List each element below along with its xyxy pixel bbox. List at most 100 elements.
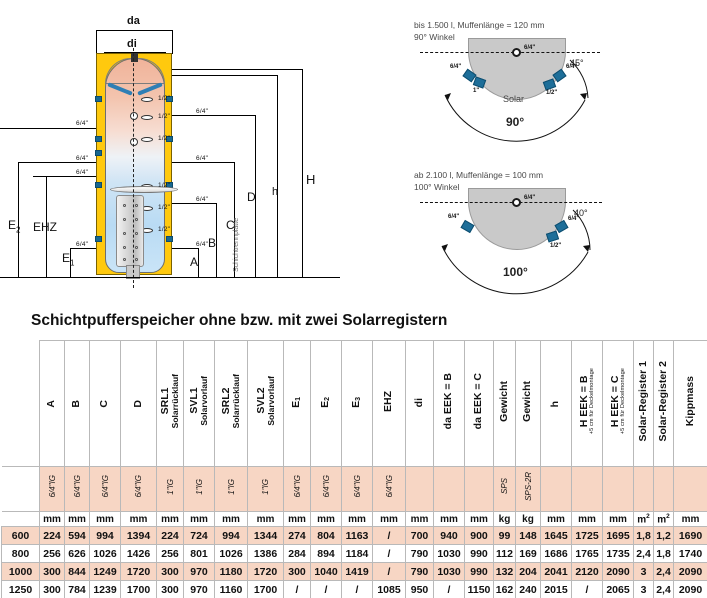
thread-label-B: 6/4"IG [72,475,82,498]
cell-HB: 2120 [571,562,603,581]
angle-top-center-label: 6/4" [524,45,536,51]
unit-cell-kipp: mm [673,511,707,527]
cell-EHZ: 1085 [372,580,406,598]
cell-di: 950 [405,580,434,598]
unit-cell-gew1: kg [493,511,516,527]
A-label: A [190,255,199,269]
angle-bot-tap-right-lower-label: 1/2" [550,243,562,249]
cell-HC: 2065 [602,580,634,598]
angle-diagram-90: bis 1.500 l, Muffenlänge = 120 mm 90° Wi… [410,20,707,160]
header-cell-B: B [64,340,90,467]
unit-cell-daB: mm [433,511,465,527]
center-node-1 [130,112,138,120]
unit-cell-gew2: kg [515,511,541,527]
unit-cell-di: mm [405,511,434,527]
angle-bot-caption-1: ab 2.100 l, Muffenlänge = 100 mm [414,170,544,180]
header-cell-h: h [540,340,572,467]
cell-SVL1: 724 [183,526,215,545]
port-label-right-D: 6/4" [196,108,209,115]
header-cell-gew2: Gewicht [515,340,541,467]
port-right-top [166,96,173,102]
EHZ-label: EHZ [33,220,57,234]
header-label-E3: E3 [350,396,363,408]
port-left-top [95,96,102,102]
angle-top-arc-label: 90° [506,115,525,129]
cell-D: 1394 [120,526,157,545]
unit-cell-HC: mm [602,511,634,527]
angle-top-side-label: 45° [570,58,584,68]
angle-bot-arc-label: 100° [503,265,528,279]
angle-top-caption-1: bis 1.500 l, Muffenlänge = 120 mm [414,20,545,30]
angle-bot-tap-right-b [545,230,560,243]
unit-cell-EHZ: mm [372,511,406,527]
header-cell-EHZ: EHZ [372,340,406,467]
leader-left-2 [18,162,96,163]
unit-cell-SVL2: mm [247,511,284,527]
E1-label: E1 [62,251,75,268]
cell-h: 2041 [540,562,572,581]
thread-cell-HB [571,466,603,512]
cell-SR1: 3 [633,580,654,598]
angle-top-center-port [512,48,521,57]
thread-cell-di [405,466,434,512]
port-label-right-A: 6/4" [196,241,209,248]
vent-nipple [131,53,138,62]
header-cell-kipp: Kippmass [673,340,707,467]
unit-cell-SRL1: mm [156,511,184,527]
header-cell-A: A [39,340,65,467]
inner-label-1: 1/2" [158,95,171,102]
header-label-h: h [549,401,562,408]
header-label-E2: E2 [319,396,332,408]
cell-HB: 1765 [571,544,603,563]
cell-HB: / [571,580,603,598]
leader-right-B [172,203,216,204]
thread-cell-SVL2: 1"IG [247,466,284,512]
cell-daC: 990 [464,562,494,581]
center-node-2 [130,138,138,146]
cell-D: 1700 [120,580,157,598]
cell-SR2: 1,8 [653,544,674,563]
cell-daB: 940 [433,526,465,545]
cell-gew1: 99 [493,526,516,545]
cell-SRL2: 1160 [214,580,248,598]
cell-kipp: 1740 [673,544,707,563]
thread-cell-SR1 [633,466,654,512]
port-label-right-B: 6/4" [196,196,209,203]
thread-label-C: 6/4"IG [100,475,110,498]
thread-cell-h [540,466,572,512]
cell-C: 994 [89,526,121,545]
cell-B: 844 [64,562,90,581]
port-left-lower [95,182,102,188]
header-label-kipp: Kippmass [683,375,696,427]
thread-cell-D: 6/4"IG [120,466,157,512]
electric-heater-element [116,195,144,267]
cell-daC: 900 [464,526,494,545]
thread-cell-SR2 [653,466,674,512]
cell-HC: 1735 [602,544,634,563]
cell-HC: 1695 [602,526,634,545]
thread-label-gew2: SPS-2R [523,472,533,501]
thread-label-EHZ: 6/4"IG [384,475,394,498]
thread-label-E1: 6/4"IG [292,475,302,498]
cell-h: 2015 [540,580,572,598]
angle-bot-caption-2: 100° Winkel [414,182,460,192]
cell-gew1: 132 [493,562,516,581]
leader-right-H [172,69,302,70]
angle-top-tap-right-lower-label: 1/2" [546,90,558,96]
header-cell-daB: da EEK = B [433,340,465,467]
header-cell-daC: da EEK = C [464,340,494,467]
cell-EHZ: / [372,544,406,563]
port-label-left-4: 6/4" [76,241,89,248]
cell-A: 300 [39,580,65,598]
cell-D: 1426 [120,544,157,563]
header-label-A: A [45,399,58,408]
unit-cell-blank [1,511,40,527]
cell-gew2: 169 [515,544,541,563]
